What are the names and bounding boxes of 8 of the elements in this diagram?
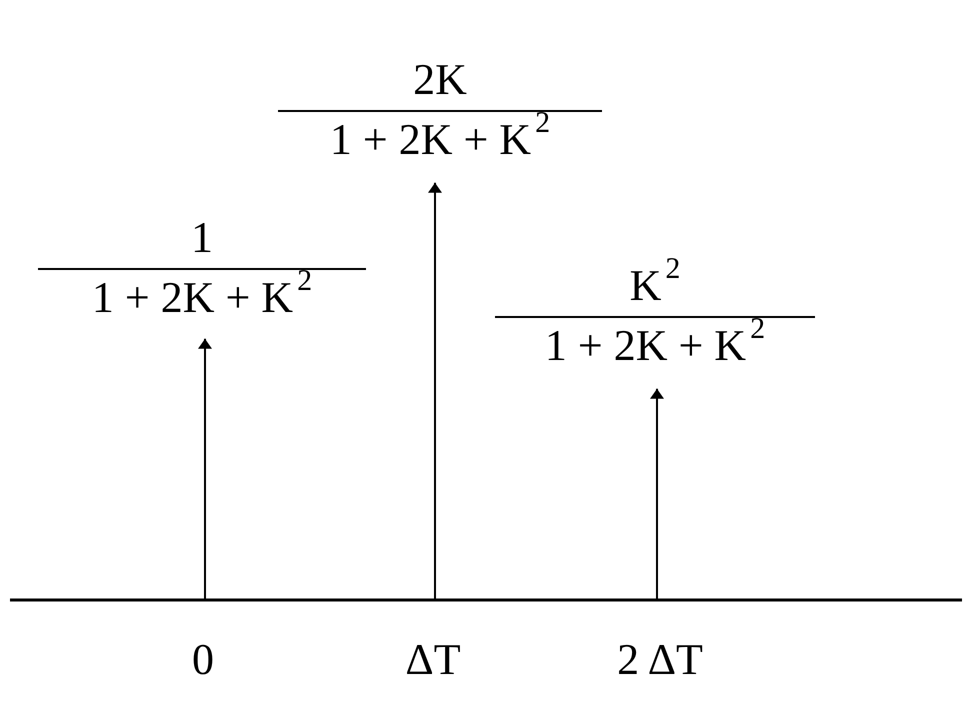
axis-tick-label: 0 <box>192 636 214 684</box>
impulse-arrow <box>198 338 212 600</box>
impulse-arrow <box>428 182 442 600</box>
axis-tick-label: ΔT <box>405 636 461 684</box>
fraction-numerator: 1 <box>191 214 213 262</box>
axis-tick-label: 2 ΔT <box>617 636 703 684</box>
impulse-arrow <box>650 388 664 600</box>
fraction-numerator: 2K <box>413 56 467 104</box>
